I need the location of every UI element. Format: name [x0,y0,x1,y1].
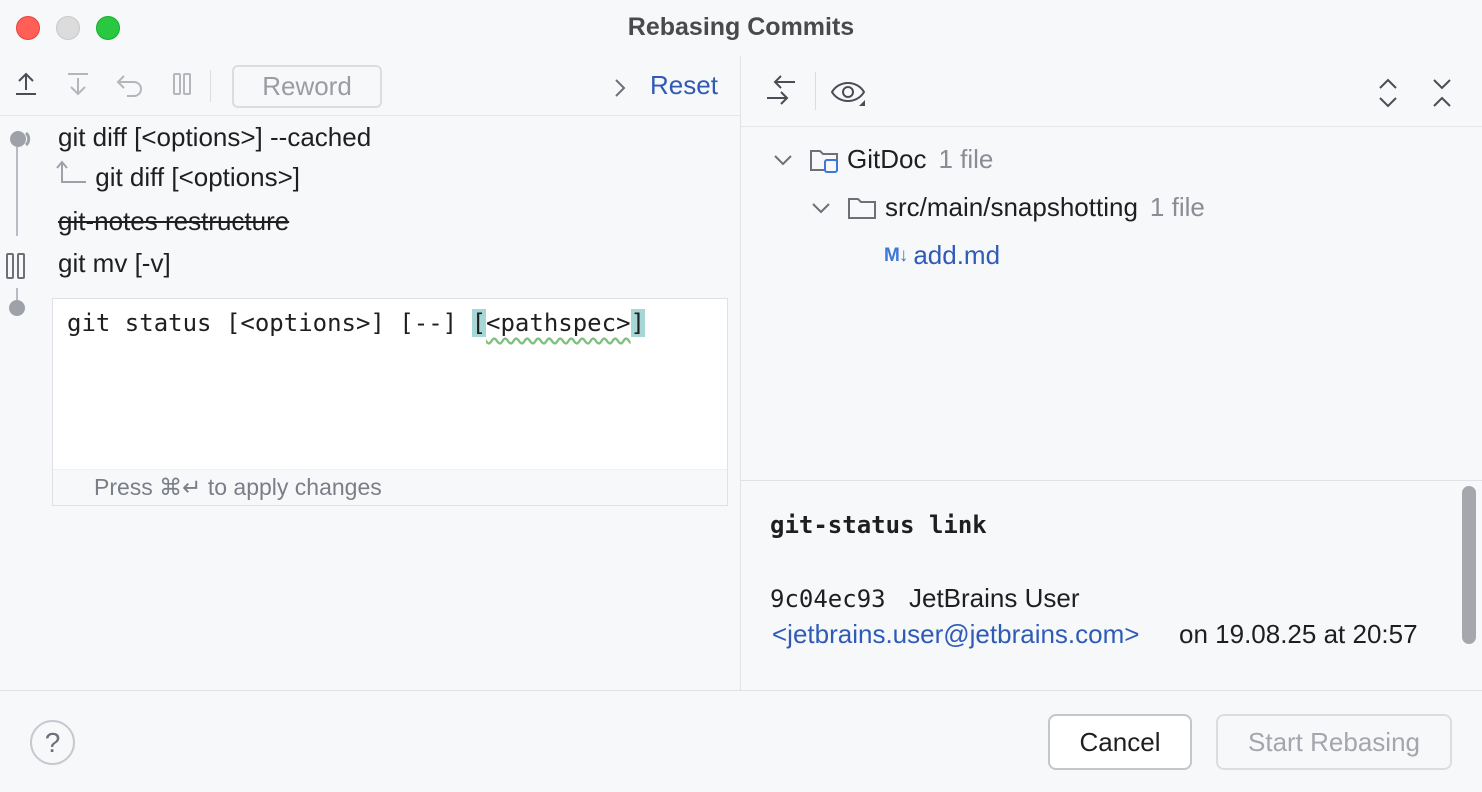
expand-all-icon[interactable] [1373,76,1403,115]
reword-button[interactable]: Reword [232,65,382,108]
move-down-icon[interactable] [62,68,94,100]
editor-content[interactable]: git status [<options>] [--] [<pathspec>] [67,309,645,337]
commit-message: git mv [-v] [58,248,171,278]
commit-row[interactable]: git diff [<options>] --cached [58,122,371,153]
tree-folder-count: 1 file [1149,192,1205,222]
tree-root-node[interactable]: GitDoc 1 file [771,144,993,175]
fixup-arrow-icon [56,160,86,183]
tree-file-node[interactable]: M↓ add.md [884,240,1000,271]
collapse-all-icon[interactable] [1427,76,1457,115]
editor-hint-bar: Press ⌘↵ to apply changes [53,469,727,505]
bracket-highlight: [ [471,309,487,337]
tree-file-name[interactable]: add.md [913,240,1001,270]
footer-divider [0,690,1482,691]
bracket-highlight: ] [630,309,645,337]
pause-icon[interactable] [166,68,198,100]
commits-panel: Reword Reset git diff [<options>] --cach… [0,56,740,690]
folder-icon [848,197,876,219]
tree-folder-name: src/main/snapshotting [885,192,1138,222]
panel-splitter[interactable] [740,56,741,690]
apply-changes-hint: Press ⌘↵ to apply changes [94,474,382,500]
toolbar-separator [210,70,211,102]
reset-link[interactable]: Reset [650,70,718,100]
changes-toolbar [741,56,1482,127]
module-folder-icon [810,149,838,173]
commit-author: JetBrains User [909,583,1080,613]
commit-row-squashed[interactable]: git diff [<options>] [54,160,300,193]
spellcheck-squiggle: <pathspec> [486,309,631,337]
commit-date: on 19.08.25 at 20:57 [1179,619,1418,649]
commit-row-dropped[interactable]: git-notes restructure [58,206,289,237]
compare-icon[interactable] [763,74,799,113]
commit-hash[interactable]: 9c04ec93 [770,585,886,613]
commit-message: git diff [<options>] --cached [58,122,372,152]
tree-root-name: GitDoc [847,144,927,174]
toolbar-separator [815,72,816,110]
close-window-button[interactable] [16,16,40,40]
commit-message-editor[interactable]: git status [<options>] [--] [<pathspec>]… [52,298,728,506]
commit-graph [6,131,31,316]
commit-message: git-notes restructure [58,206,290,236]
start-rebasing-button[interactable]: Start Rebasing [1216,714,1452,770]
chevron-right-icon[interactable] [606,74,634,102]
tree-folder-node[interactable]: src/main/snapshotting 1 file [809,192,1205,223]
commit-details: git-status link 9c04ec93 JetBrains User … [741,480,1482,690]
commits-toolbar: Reword Reset [0,56,740,116]
maximize-window-button[interactable] [96,16,120,40]
tree-root-count: 1 file [938,144,994,174]
commit-message: git diff [<options>] [95,162,301,192]
changes-panel: GitDoc 1 file src/main/snapshotting 1 fi… [741,56,1482,690]
markdown-file-icon: M↓ [884,244,908,266]
move-up-icon[interactable] [10,68,42,100]
help-button[interactable]: ? [30,720,75,765]
chevron-down-icon[interactable] [771,148,795,172]
cancel-button[interactable]: Cancel [1048,714,1192,770]
commit-row-paused[interactable]: git mv [-v] [58,248,171,279]
window-title: Rebasing Commits [627,13,855,41]
commit-details-title: git-status link [770,511,987,539]
author-email-link[interactable]: <jetbrains.user@jetbrains.com> [772,619,1140,649]
minimize-window-button[interactable] [56,16,80,40]
eye-icon[interactable] [829,76,869,115]
title-bar: Rebasing Commits [0,0,1482,56]
chevron-down-icon[interactable] [809,196,833,220]
undo-icon[interactable] [114,68,146,100]
details-scrollbar[interactable] [1462,486,1476,644]
